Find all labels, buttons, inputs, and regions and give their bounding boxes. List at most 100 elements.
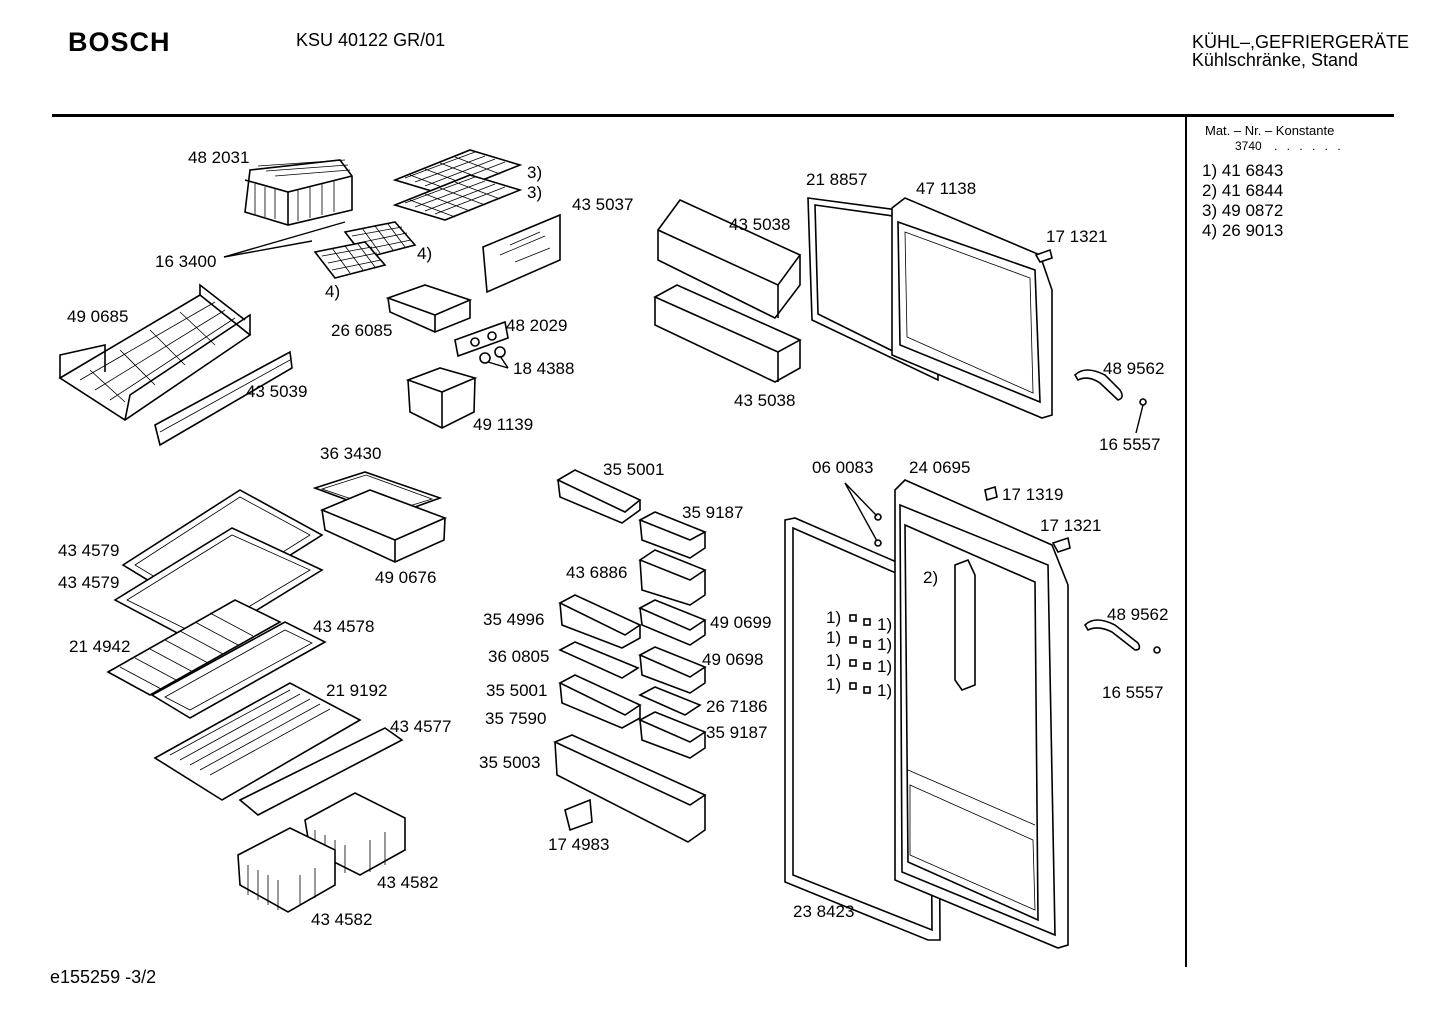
part-label: 43 4582 [377, 873, 438, 892]
control-panel-drawing [454, 320, 509, 358]
part-label: 48 2029 [506, 316, 567, 335]
part-label: 35 5001 [603, 460, 664, 479]
part-label: 1) [826, 628, 841, 647]
part-label: 36 3430 [320, 444, 381, 463]
part-label: 17 1319 [1002, 485, 1063, 504]
part-label: 43 5037 [572, 195, 633, 214]
part-label: 3) [527, 183, 542, 202]
part-label: 18 4388 [513, 359, 574, 378]
part-label: 43 4577 [390, 717, 451, 736]
fridge-door-drawing [894, 479, 1069, 949]
handle-drawing [1083, 619, 1141, 651]
part-label: 16 5557 [1102, 683, 1163, 702]
grille-tray-drawing [392, 149, 523, 221]
door-shelf-drawing [653, 199, 802, 383]
glass-plate-drawing [238, 727, 404, 816]
part-label: 35 7590 [485, 709, 546, 728]
part-label: 1) [826, 651, 841, 670]
part-label: 16 3400 [155, 252, 216, 271]
part-label: 17 4983 [548, 835, 609, 854]
handle-drawing [1073, 369, 1123, 401]
part-label: 21 4942 [69, 637, 130, 656]
part-label: 1) [877, 615, 892, 634]
part-label: 48 9562 [1103, 359, 1164, 378]
crisper-box-drawing [237, 792, 406, 913]
brand-logo: BOSCH [68, 27, 171, 57]
part-label: 21 8857 [806, 170, 867, 189]
part-label: 1) [826, 675, 841, 694]
part-label: 43 4582 [311, 910, 372, 929]
clip-marker-drawing [849, 614, 871, 694]
part-label: 26 6085 [331, 321, 392, 340]
category-subtitle: Kühlschränke, Stand [1191, 50, 1358, 70]
part-label: 49 0699 [710, 613, 771, 632]
sidebar-row: 4) 26 9013 [1202, 221, 1284, 240]
small-drawer-drawing [405, 367, 478, 393]
part-label: 49 0685 [67, 307, 128, 326]
vegetable-drawer-drawing [312, 471, 448, 563]
part-label: 35 9187 [682, 503, 743, 522]
part-label: 43 5038 [734, 391, 795, 410]
part-label: 4) [417, 244, 432, 263]
part-label: 16 5557 [1099, 435, 1160, 454]
hinge-drawing [1034, 248, 1053, 263]
flap-drawing [154, 350, 293, 447]
hinge-drawing [1051, 536, 1071, 553]
glass-shelf-drawing [113, 489, 324, 646]
document-reference: e155259 -3/2 [50, 967, 157, 987]
shelf-grid-drawing [106, 599, 327, 719]
header-rule [52, 114, 1394, 117]
knob-drawing [479, 352, 491, 364]
sidebar-heading: Mat. – Nr. – Konstante [1205, 123, 1335, 138]
cover-plate-drawing [153, 682, 362, 801]
part-label: 24 0695 [909, 458, 970, 477]
part-label: 21 9192 [326, 681, 387, 700]
sidebar-row: 3) 49 0872 [1202, 201, 1284, 220]
part-label: 17 1321 [1040, 516, 1101, 535]
sidebar-row: 2) 41 6844 [1202, 181, 1284, 200]
part-label: 35 5001 [486, 681, 547, 700]
part-label: 35 4996 [483, 610, 544, 629]
part-label: 43 6886 [566, 563, 627, 582]
part-label: 1) [877, 657, 892, 676]
part-label: 26 7186 [706, 697, 767, 716]
part-label: 47 1138 [916, 179, 976, 198]
freezer-drawer-drawing [58, 283, 252, 421]
part-label: 4) [325, 282, 340, 301]
category-title: KÜHL–,GEFRIERGERÄTE [1191, 32, 1409, 52]
part-label: 43 5039 [246, 382, 307, 401]
ice-cube-tray-drawing [313, 221, 417, 279]
part-label: 23 8423 [793, 902, 854, 921]
part-label: 1) [877, 635, 892, 654]
part-label: 48 2031 [188, 148, 249, 167]
part-label: 17 1321 [1046, 227, 1107, 246]
clip-drawing [564, 798, 593, 832]
part-label: 43 4579 [58, 541, 119, 560]
cap-drawing [984, 485, 998, 502]
part-label: 49 0676 [375, 568, 436, 587]
part-label: 2) [923, 568, 938, 587]
sidebar-code: 3740 [1235, 139, 1262, 153]
holder-drawing [385, 284, 473, 316]
part-label: 3) [527, 163, 542, 182]
freezer-panel-drawing [482, 213, 561, 294]
part-label: 49 0698 [702, 650, 763, 669]
part-label: 48 9562 [1107, 605, 1168, 624]
part-label: 35 5003 [479, 753, 540, 772]
sidebar-dots: . . . . . . [1274, 139, 1344, 153]
model-number: KSU 40122 GR/01 [296, 30, 446, 50]
sidebar-divider [1185, 117, 1187, 967]
part-label: 43 4578 [313, 617, 374, 636]
part-label: 06 0083 [812, 458, 873, 477]
door-bin-drawing [553, 469, 707, 843]
part-label: 36 0805 [488, 647, 549, 666]
part-label: 43 4579 [58, 573, 119, 592]
part-label: 35 9187 [706, 723, 767, 742]
part-label: 1) [877, 681, 892, 700]
door-gasket-drawing [784, 517, 941, 941]
sidebar-row: 1) 41 6843 [1202, 161, 1284, 180]
ice-container-drawing [244, 159, 353, 226]
part-label: 49 1139 [473, 415, 533, 434]
freezer-door-drawing [891, 197, 1053, 419]
